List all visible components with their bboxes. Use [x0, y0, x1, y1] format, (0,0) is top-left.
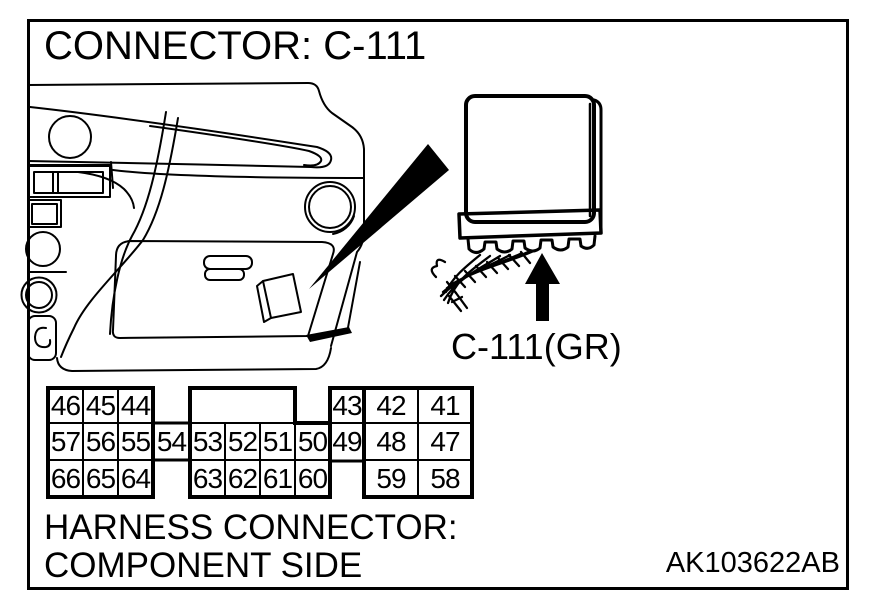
harness-wires	[430, 248, 538, 313]
pin-51: 51	[262, 425, 293, 457]
caption-line2: COMPONENT SIDE	[44, 546, 363, 585]
pin-48: 48	[376, 425, 406, 457]
page-title: CONNECTOR: C-111	[44, 24, 427, 68]
pin-46: 46	[50, 389, 81, 421]
pin-62: 62	[227, 462, 258, 494]
ecu-detail	[430, 94, 603, 321]
pin-52: 52	[227, 425, 258, 457]
pin-66: 66	[50, 462, 81, 494]
pin-42: 42	[376, 389, 406, 421]
pin-54: 54	[156, 425, 187, 457]
pin-table-grid	[46, 386, 474, 499]
caption-line1: HARNESS CONNECTOR:	[44, 508, 458, 547]
pin-44: 44	[120, 389, 151, 421]
panel-gap-shadow	[306, 327, 352, 342]
pin-64: 64	[120, 462, 151, 494]
pin-49: 49	[332, 425, 362, 457]
connector-arrow-icon	[525, 253, 560, 321]
pin-53: 53	[192, 425, 223, 457]
location-arrow-icon	[309, 144, 449, 289]
pin-43: 43	[332, 389, 362, 421]
pin-47: 47	[430, 425, 460, 457]
connector-label: C-111(GR)	[451, 326, 622, 367]
pin-60: 60	[297, 462, 328, 494]
pin-41: 41	[430, 389, 460, 421]
pin-58: 58	[430, 462, 460, 494]
pin-59: 59	[376, 462, 406, 494]
dashboard-illustration	[20, 82, 365, 372]
pin-65: 65	[85, 462, 116, 494]
figure-frame	[27, 19, 849, 590]
figure-code: AK103622AB	[665, 547, 840, 579]
pin-55: 55	[120, 425, 151, 457]
pin-61: 61	[262, 462, 293, 494]
pin-57: 57	[50, 425, 81, 457]
pin-63: 63	[192, 462, 223, 494]
pin-50: 50	[297, 425, 328, 457]
pin-56: 56	[85, 425, 116, 457]
pin-45: 45	[85, 389, 116, 421]
